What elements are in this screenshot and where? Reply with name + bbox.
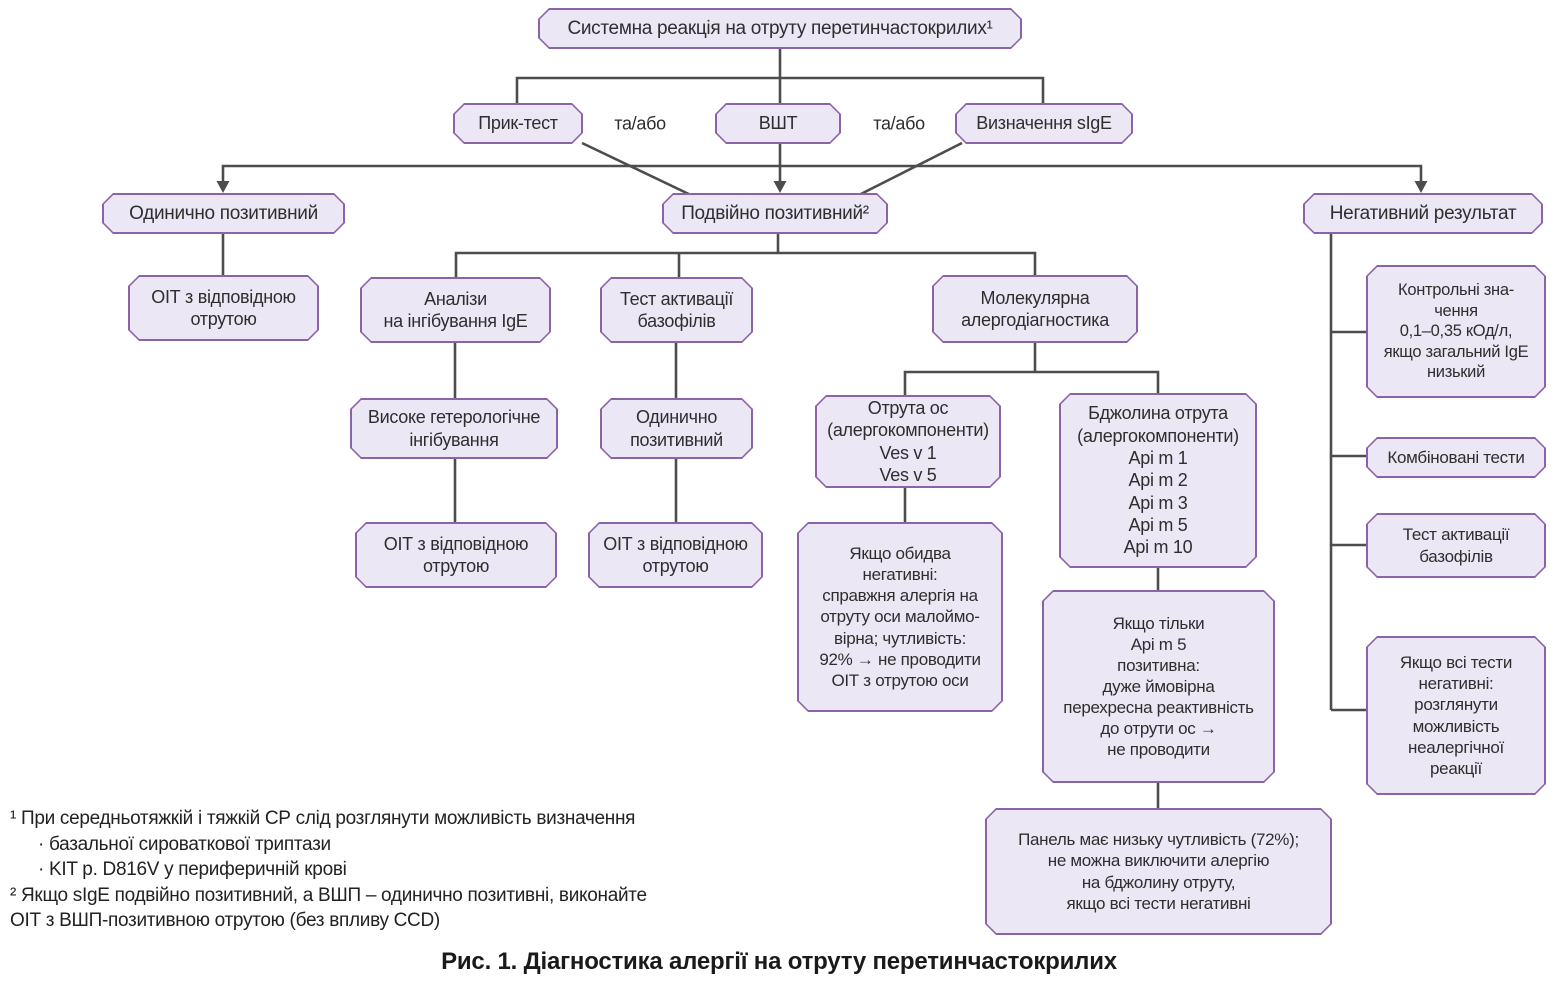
node-single-positive-label: Одинично позитивний — [104, 195, 344, 233]
node-single-positive: Одинично позитивний — [102, 193, 345, 234]
and-or-label-left: та/або — [614, 113, 666, 134]
node-vit-after-inhibition-label: ОІТ з відповідною отрутою — [357, 524, 556, 587]
node-vit-after-inhibition: ОІТ з відповідною отрутою — [355, 522, 557, 588]
footnote-2-line-2: ОІТ з ВШП-позитивною отрутою (без впливу… — [10, 910, 440, 931]
node-panel-sensitivity-note-label: Панель має низьку чутливість (72%); не м… — [987, 810, 1331, 934]
footnotes: ¹ При середньотяжкій і тяжкій СР слід ро… — [10, 806, 750, 934]
footnote-1-bullet-1: · базальної сироваткової триптази — [38, 833, 331, 855]
node-negative-result-label: Негативний результат — [1305, 195, 1542, 233]
node-bee-venom-components-label: Бджолина отрута (алергокомпоненти) Api m… — [1061, 395, 1256, 567]
node-vit-after-bat-label: ОІТ з відповідною отрутою — [590, 524, 762, 587]
node-double-positive: Подвійно позитивний² — [662, 193, 888, 234]
node-high-heterologous-inhibition: Високе гетерологічне інгібування — [350, 398, 558, 459]
node-basophil-activation-label: Тест активації базофілів — [602, 279, 752, 342]
node-bat-single-positive-label: Одинично позитивний — [602, 400, 752, 458]
node-sige-determination: Визначення sIgE — [955, 103, 1133, 144]
arrow-down-icon — [773, 181, 787, 193]
footnote-1: ¹ При середньотяжкій і тяжкій СР слід ро… — [10, 808, 636, 829]
node-basophil-activation-right-label: Тест активації базофілів — [1368, 515, 1545, 577]
node-molecular-diagnostics-label: Молекулярна алергодіагностика — [934, 277, 1137, 342]
node-wasp-venom-components: Отрута ос (алергокомпоненти) Ves v 1 Ves… — [815, 395, 1001, 488]
node-prick-test-label: Прик-тест — [455, 105, 582, 143]
node-sige-determination-label: Визначення sIgE — [957, 105, 1132, 143]
node-bee-venom-components: Бджолина отрута (алергокомпоненти) Api m… — [1059, 393, 1257, 568]
and-or-label-right: та/або — [873, 113, 925, 134]
node-combined-tests: Комбіновані тести — [1366, 437, 1546, 478]
node-vit-after-single-label: ОІТ з відповідною отрутою — [130, 277, 318, 340]
node-systemic-reaction-label: Системна реакція на отруту перетинчасток… — [540, 10, 1021, 48]
node-api-m5-only-note: Якщо тільки Api m 5 позитивна: дуже ймов… — [1042, 590, 1275, 783]
node-wasp-venom-components-label: Отрута ос (алергокомпоненти) Ves v 1 Ves… — [817, 397, 1000, 487]
arrow-down-icon — [216, 181, 230, 193]
node-combined-tests-label: Комбіновані тести — [1368, 439, 1545, 477]
node-control-values: Контрольні зна- чення 0,1–0,35 кОд/л, як… — [1366, 265, 1546, 398]
node-panel-sensitivity-note: Панель має низьку чутливість (72%); не м… — [985, 808, 1332, 935]
node-all-tests-negative-note-label: Якщо всі тести негативні: розглянути мож… — [1368, 638, 1545, 794]
node-vit-after-bat: ОІТ з відповідною отрутою — [588, 522, 763, 588]
footnote-2-line-1: ² Якщо sIgE подвійно позитивний, а ВШП –… — [10, 884, 647, 906]
node-api-m5-only-note-label: Якщо тільки Api m 5 позитивна: дуже ймов… — [1044, 592, 1274, 782]
node-basophil-activation-right: Тест активації базофілів — [1366, 513, 1546, 578]
node-molecular-diagnostics: Молекулярна алергодіагностика — [932, 275, 1138, 343]
arrow-down-icon — [1414, 181, 1428, 193]
node-prick-test: Прик-тест — [453, 103, 583, 144]
node-negative-result: Негативний результат — [1303, 193, 1543, 234]
node-systemic-reaction: Системна реакція на отруту перетинчасток… — [538, 8, 1022, 49]
node-bat-single-positive: Одинично позитивний — [600, 398, 753, 459]
figure-caption: Рис. 1. Діагностика алергії на отруту пе… — [441, 948, 1117, 975]
node-ige-inhibition: Аналізи на інгібування IgE — [360, 277, 551, 343]
node-vit-after-single: ОІТ з відповідною отрутою — [128, 275, 319, 341]
node-intradermal-test-label: ВШТ — [717, 105, 840, 143]
node-ige-inhibition-label: Аналізи на інгібування IgE — [362, 279, 550, 342]
node-control-values-label: Контрольні зна- чення 0,1–0,35 кОд/л, як… — [1368, 267, 1545, 397]
footnote-1-bullet-2: · KIT p. D816V у периферичній крові — [38, 859, 347, 880]
node-wasp-both-negative-note: Якщо обидва негативні: справжня алергія … — [797, 522, 1003, 712]
node-all-tests-negative-note: Якщо всі тести негативні: розглянути мож… — [1366, 636, 1546, 795]
node-double-positive-label: Подвійно позитивний² — [664, 195, 887, 233]
node-basophil-activation: Тест активації базофілів — [600, 277, 753, 343]
node-high-heterologous-inhibition-label: Високе гетерологічне інгібування — [352, 400, 557, 458]
node-intradermal-test: ВШТ — [715, 103, 841, 144]
node-wasp-both-negative-note-label: Якщо обидва негативні: справжня алергія … — [799, 524, 1002, 711]
